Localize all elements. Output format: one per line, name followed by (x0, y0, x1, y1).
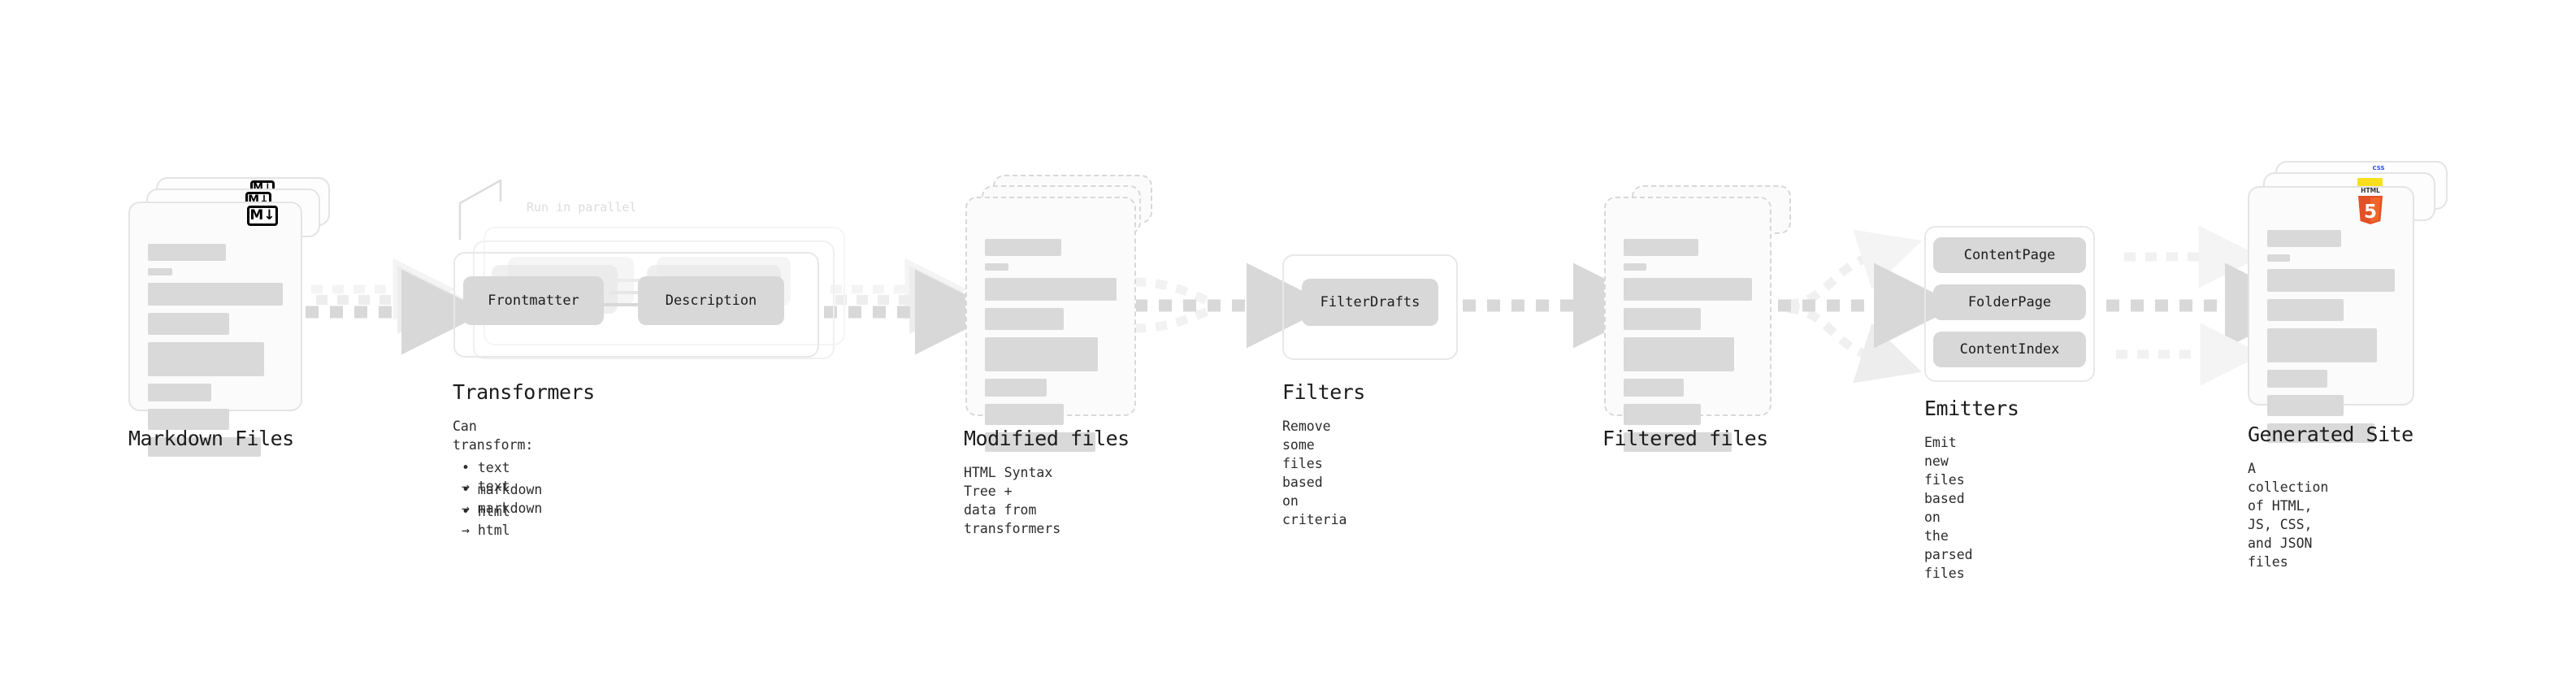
bullet-dot: • (462, 504, 478, 519)
html5-icon-digit: 5 (2364, 202, 2377, 223)
skeleton-bar (2267, 269, 2395, 292)
transformers-chip-frontmatter[interactable]: Frontmatter (463, 276, 604, 325)
filtered-skeleton (1624, 239, 1752, 459)
site-card-front (2248, 186, 2414, 443)
skeleton-bar (148, 313, 229, 335)
filters-chip-filterdrafts[interactable]: FilterDrafts (1302, 279, 1438, 326)
bullet-text: text → text (462, 460, 510, 494)
emitters-subtitle: Emit new files based on the parsed files (1924, 435, 1973, 581)
run-in-parallel-bracket (458, 179, 502, 240)
stage-title-modified-files: Modified files (964, 427, 1130, 450)
skeleton-bar (1624, 337, 1734, 371)
skeleton-bar (148, 342, 264, 376)
modified-card-front (965, 197, 1136, 452)
skeleton-bar (1624, 404, 1701, 425)
skeleton-bar (2267, 370, 2327, 388)
skeleton-bar (2267, 328, 2378, 362)
transformers-bullet-0: • text → text (462, 440, 510, 496)
skeleton-bar (985, 278, 1117, 301)
markdown-card-front (128, 202, 302, 457)
transformers-chip-description[interactable]: Description (638, 276, 784, 325)
modified-files-subtitle: HTML Syntax Tree + data from transformer… (964, 465, 1061, 536)
filtered-card-front (1604, 197, 1772, 452)
skeleton-bar (985, 308, 1065, 330)
skeleton-bar (148, 268, 172, 275)
chip-label: FilterDrafts (1320, 294, 1420, 310)
skeleton-bar (2267, 299, 2344, 321)
skeleton-bar (985, 404, 1065, 425)
skeleton-bar (1624, 278, 1752, 301)
stage-title-markdown-files: Markdown Files (128, 427, 294, 450)
skeleton-bar (985, 263, 1009, 271)
transformers-subtitle: Can transform: (453, 419, 534, 453)
skeleton-bar (985, 379, 1047, 397)
css-icon-label: CSS (2372, 165, 2385, 171)
emitters-chip-folderpage[interactable]: FolderPage (1933, 284, 2086, 320)
stage-title-generated-site: Generated Site (2248, 423, 2413, 446)
chip-label: ContentIndex (1959, 341, 2060, 358)
chip-label: ContentPage (1963, 247, 2056, 263)
bullet-text: html → html (462, 504, 510, 538)
skeleton-bar (148, 437, 262, 457)
stage-title-filtered-files: Filtered files (1602, 427, 1768, 450)
emitters-chip-contentindex[interactable]: ContentIndex (1933, 332, 2086, 367)
skeleton-bar (148, 409, 229, 430)
transformers-group-front (453, 252, 819, 358)
skeleton-bar (148, 384, 212, 401)
stage-title-emitters: Emitters (1924, 397, 2019, 420)
filters-group (1282, 254, 1458, 360)
chip-label: Frontmatter (488, 293, 579, 309)
skeleton-bar (1624, 432, 1732, 452)
bullet-dot: • (462, 460, 478, 475)
chip-label: Description (665, 293, 757, 309)
skeleton-bar (2267, 254, 2291, 262)
stage-title-transformers: Transformers (453, 380, 595, 404)
html5-icon-svg: HTML 5 (2358, 187, 2383, 224)
bullet-text: markdown → markdown (462, 482, 543, 516)
skeleton-bar (1624, 308, 1701, 330)
transformers-bullet-1: • markdown → markdown (462, 462, 542, 518)
filters-subtitle: Remove some files based on criteria (1282, 419, 1347, 527)
stage-title-filters: Filters (1282, 380, 1365, 404)
run-in-parallel-label: Run in parallel (527, 200, 637, 215)
arrow-transformers-to-modified (824, 258, 1000, 355)
arrow-filtered-to-emitters (1778, 229, 1959, 384)
skeleton-bar (2267, 230, 2342, 247)
markdown-icon: M↓ (247, 206, 278, 226)
generated-site-subtitle: A collection of HTML, JS, CSS, and JSON … (2248, 461, 2329, 570)
skeleton-bar (985, 239, 1061, 256)
arrow-modified-to-filters (1134, 262, 1332, 349)
modified-skeleton (985, 239, 1117, 459)
skeleton-bar (1624, 263, 1647, 271)
bullet-dot: • (462, 482, 478, 497)
skeleton-bar (148, 283, 283, 306)
markdown-skeleton (148, 244, 283, 464)
site-skeleton (2267, 230, 2395, 450)
skeleton-bar (148, 244, 227, 261)
emitters-chip-contentpage[interactable]: ContentPage (1933, 237, 2086, 273)
chip-label: FolderPage (1967, 294, 2052, 310)
transformers-bullet-2: • html → html (462, 484, 510, 540)
arrow-emitters-to-site (2106, 225, 2310, 386)
skeleton-bar (2267, 423, 2374, 443)
skeleton-bar (985, 337, 1099, 371)
skeleton-bar (1624, 239, 1698, 256)
emitters-group (1924, 226, 2095, 382)
html5-icon-wordmark: HTML (2361, 187, 2380, 194)
skeleton-bar (1624, 379, 1685, 397)
skeleton-bar (2267, 395, 2344, 416)
arrow-markdown-to-transformers (306, 258, 487, 355)
html5-icon: HTML 5 (2354, 185, 2387, 228)
skeleton-bar (985, 432, 1096, 452)
